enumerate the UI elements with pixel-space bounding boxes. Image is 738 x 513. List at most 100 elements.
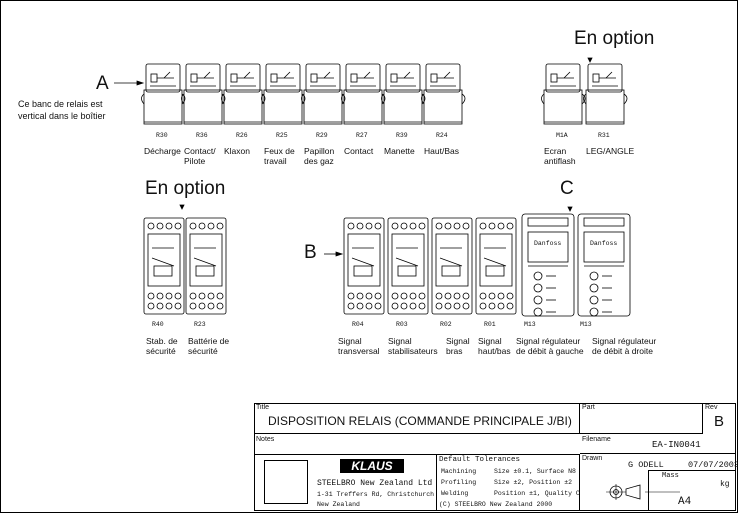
tolerance-name: Welding bbox=[441, 490, 469, 497]
relay-code: R30 bbox=[156, 132, 168, 139]
option-relay-row bbox=[541, 63, 628, 125]
relay-code: R26 bbox=[236, 132, 248, 139]
relay-code: R39 bbox=[396, 132, 408, 139]
relay-label: Papillon des gaz bbox=[304, 146, 335, 166]
top-relay-5 bbox=[341, 63, 386, 125]
pointer-arrows bbox=[114, 57, 593, 257]
top-relay-row bbox=[141, 63, 466, 125]
relay-code: R29 bbox=[316, 132, 328, 139]
top-relay-2 bbox=[221, 63, 266, 125]
module-code: R01 bbox=[484, 321, 496, 328]
callout-a-note: Ce banc de relais est vertical dans le b… bbox=[18, 99, 106, 121]
right-module-0 bbox=[343, 217, 385, 315]
tolerances-heading: Default Tolerances bbox=[439, 456, 521, 464]
en-option-top: En option bbox=[574, 28, 655, 49]
tolerance-value: Size ±0.1, Surface N8 bbox=[494, 468, 576, 475]
module-label: Signal bras bbox=[446, 336, 470, 356]
callout-b: B bbox=[304, 242, 317, 263]
option-relay-0 bbox=[541, 63, 586, 125]
rev-label: Rev bbox=[705, 404, 718, 411]
arrow-a-head bbox=[136, 80, 145, 86]
relay-label: Haut/Bas bbox=[424, 146, 459, 156]
klaus-logo: KLAUS bbox=[340, 459, 404, 473]
right-module-3 bbox=[475, 217, 517, 315]
top-relay-1 bbox=[181, 63, 226, 125]
filename-label: Filename bbox=[582, 436, 611, 443]
tolerance-name: Machining bbox=[441, 468, 477, 475]
regulator-brand: Danfoss bbox=[590, 240, 618, 247]
tolerance-value: Position ±1, Quality C bbox=[494, 490, 580, 497]
module-label: Signal haut/bas bbox=[478, 336, 511, 356]
option-relay-1 bbox=[583, 63, 628, 125]
drawn-by: G ODELL bbox=[628, 460, 664, 470]
logo-box bbox=[264, 460, 308, 504]
arrow-c bbox=[567, 206, 573, 212]
callout-c: C bbox=[560, 178, 574, 199]
relay-code: R27 bbox=[356, 132, 368, 139]
right-module-row bbox=[343, 217, 517, 315]
title-label: Title bbox=[256, 404, 269, 411]
relay-label: Feux de travail bbox=[264, 146, 295, 166]
module-code: R23 bbox=[194, 321, 206, 328]
regulator-label: Signal régulateur de débit à gauche bbox=[516, 336, 584, 356]
regulator-label: Signal régulateur de débit à droite bbox=[592, 336, 657, 356]
module-label: Signal transversal bbox=[338, 336, 380, 356]
filename-value: EA-IN0041 bbox=[652, 440, 701, 450]
copyright: (C) STEELBRO New Zealand 2000 bbox=[439, 501, 553, 508]
arrow-option-top bbox=[587, 57, 593, 63]
relay-code: M1A bbox=[556, 132, 568, 139]
top-relay-0 bbox=[141, 63, 186, 125]
relay-label: Ecran antiflash bbox=[544, 146, 576, 166]
tolerance-name: Profiling bbox=[441, 479, 477, 486]
module-label: Signal stabilisateurs bbox=[388, 336, 438, 356]
top-relay-6 bbox=[381, 63, 426, 125]
module-code: R03 bbox=[396, 321, 408, 328]
module-label: Battérie de sécurité bbox=[188, 336, 230, 356]
module-code: R40 bbox=[152, 321, 164, 328]
relay-label: Manette bbox=[384, 146, 415, 156]
company-name: STEELBRO New Zealand Ltd bbox=[317, 479, 433, 488]
module-code: R02 bbox=[440, 321, 452, 328]
regulator-code: M13 bbox=[524, 321, 536, 328]
top-relay-7 bbox=[421, 63, 466, 125]
relay-label: LEG/ANGLE bbox=[586, 146, 635, 156]
relay-label: Décharge bbox=[144, 146, 181, 156]
regulator-brand: Danfoss bbox=[534, 240, 562, 247]
relay-code: R24 bbox=[436, 132, 448, 139]
company-address-2: New Zealand bbox=[317, 501, 360, 508]
relay-code: R25 bbox=[276, 132, 288, 139]
relay-label: Contact bbox=[344, 146, 374, 156]
right-module-2 bbox=[431, 217, 473, 315]
arrow-b-head bbox=[335, 251, 344, 257]
relay-code: R36 bbox=[196, 132, 208, 139]
left-module-1 bbox=[185, 217, 227, 315]
drawing-title: DISPOSITION RELAIS (COMMANDE PRINCIPALE … bbox=[268, 414, 572, 428]
module-code: R04 bbox=[352, 321, 364, 328]
callout-a: A bbox=[96, 73, 109, 94]
company-address-1: 1-31 Treffers Rd, Christchurch bbox=[317, 491, 435, 498]
regulator-code: M13 bbox=[580, 321, 592, 328]
drawn-label: Drawn bbox=[582, 455, 603, 462]
left-module-0 bbox=[143, 217, 185, 315]
regulator-0 bbox=[521, 213, 575, 317]
mass-unit: kg bbox=[720, 480, 730, 489]
right-module-1 bbox=[387, 217, 429, 315]
left-module-row bbox=[143, 217, 227, 315]
title-block-border bbox=[254, 403, 736, 511]
part-label: Part bbox=[582, 404, 595, 411]
tolerance-value: Size ±2, Position ±2 bbox=[494, 479, 573, 486]
top-relay-4 bbox=[301, 63, 346, 125]
regulator-1 bbox=[577, 213, 631, 317]
arrow-option-left bbox=[179, 204, 185, 210]
relay-label: Contact/ Pilote bbox=[184, 146, 216, 166]
sheet-size: A4 bbox=[678, 496, 692, 508]
rev-value: B bbox=[714, 413, 725, 430]
module-label: Stab. de sécurité bbox=[146, 336, 178, 356]
en-option-left: En option bbox=[145, 178, 226, 199]
relay-label: Klaxon bbox=[224, 146, 250, 156]
drawn-date: 07/07/2003 bbox=[688, 460, 738, 470]
regulator-row bbox=[521, 213, 631, 317]
relay-code: R31 bbox=[598, 132, 610, 139]
top-relay-3 bbox=[261, 63, 306, 125]
